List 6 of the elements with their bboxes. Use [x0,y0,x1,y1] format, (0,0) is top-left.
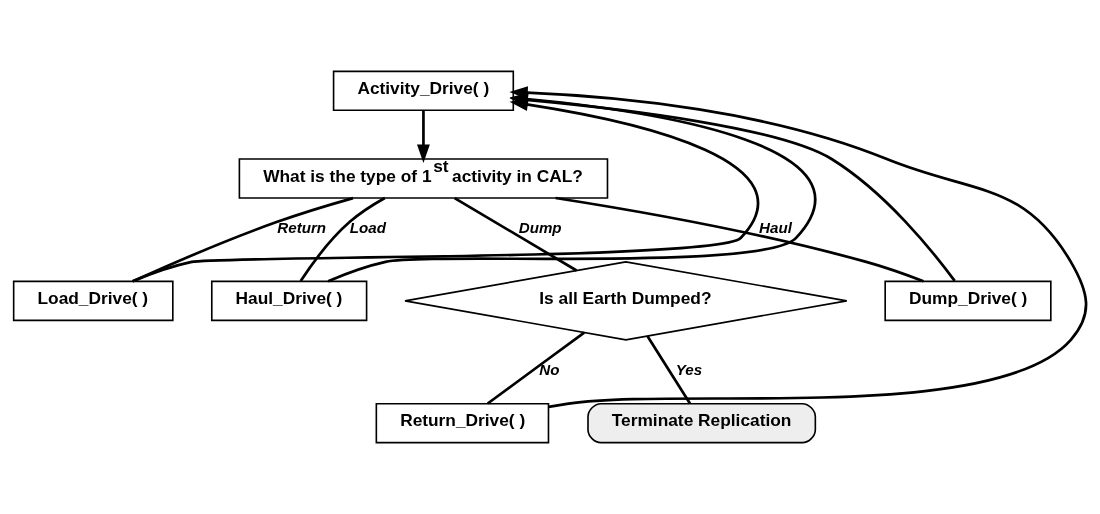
edge-label: Dump [518,218,562,236]
edge-label: Yes [675,360,703,378]
edge-label: Haul [759,218,792,236]
edge-label: No [539,360,560,378]
edge-label: Return [277,218,327,236]
edge-label: Load [349,218,386,236]
